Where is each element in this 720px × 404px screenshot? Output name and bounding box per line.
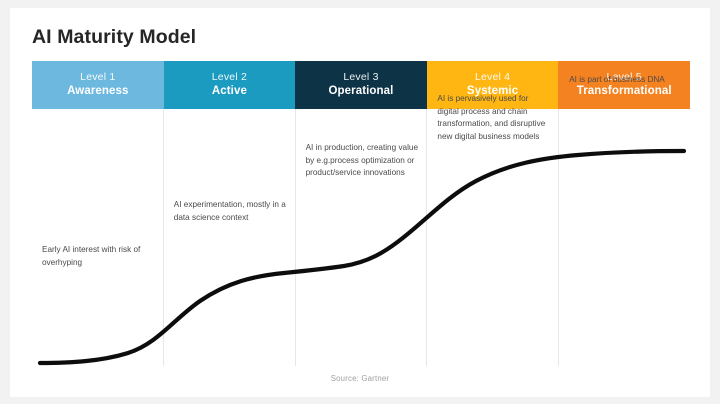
level-header-1[interactable]: Level 1 Awareness	[32, 61, 164, 109]
page-title: AI Maturity Model	[32, 26, 197, 48]
level-column-4: AI is pervasively used for digital proce…	[427, 94, 560, 366]
maturity-chart: Level 1 Awareness Level 2 Active Level 3…	[32, 61, 690, 366]
level-5-name: Transformational	[576, 85, 672, 98]
level-column-1: Early AI interest with risk of overhypin…	[32, 109, 164, 366]
level-body-columns: Early AI interest with risk of overhypin…	[32, 75, 690, 366]
level-column-5: AI is part of business DNA	[559, 75, 690, 366]
level-2-description: AI experimentation, mostly in a data sci…	[173, 200, 286, 222]
level-3-name: Operational	[328, 85, 394, 98]
level-header-5[interactable]: Level 5 Transformational	[558, 61, 690, 109]
source-note: Source: Gartner	[330, 374, 390, 383]
level-1-description: Early AI interest with risk of overhypin…	[42, 245, 141, 267]
level-4-description: AI is pervasively used for digital proce…	[437, 94, 546, 142]
level-5-number: Level 5	[606, 71, 642, 84]
level-header-band: Level 1 Awareness Level 2 Active Level 3…	[32, 61, 690, 109]
level-3-description: AI in production, creating value by e.g.…	[305, 143, 419, 178]
level-4-number: Level 4	[474, 71, 511, 84]
level-header-2[interactable]: Level 2 Active	[163, 61, 296, 109]
level-1-name: Awareness	[67, 85, 129, 98]
level-header-4[interactable]: Level 4 Systemic	[426, 61, 559, 109]
level-2-name: Active	[211, 85, 247, 98]
level-2-number: Level 2	[211, 71, 248, 84]
level-header-3[interactable]: Level 3 Operational	[295, 61, 427, 109]
level-column-3: AI in production, creating value by e.g.…	[296, 109, 428, 366]
level-5-description: AI is part of business DNA	[569, 75, 665, 84]
slide-card: AI Maturity Model Level 1 Awareness Leve…	[10, 8, 710, 397]
level-column-2: AI experimentation, mostly in a data sci…	[164, 109, 296, 366]
level-3-number: Level 3	[343, 71, 379, 84]
level-4-name: Systemic	[466, 85, 519, 98]
level-1-number: Level 1	[80, 71, 116, 84]
